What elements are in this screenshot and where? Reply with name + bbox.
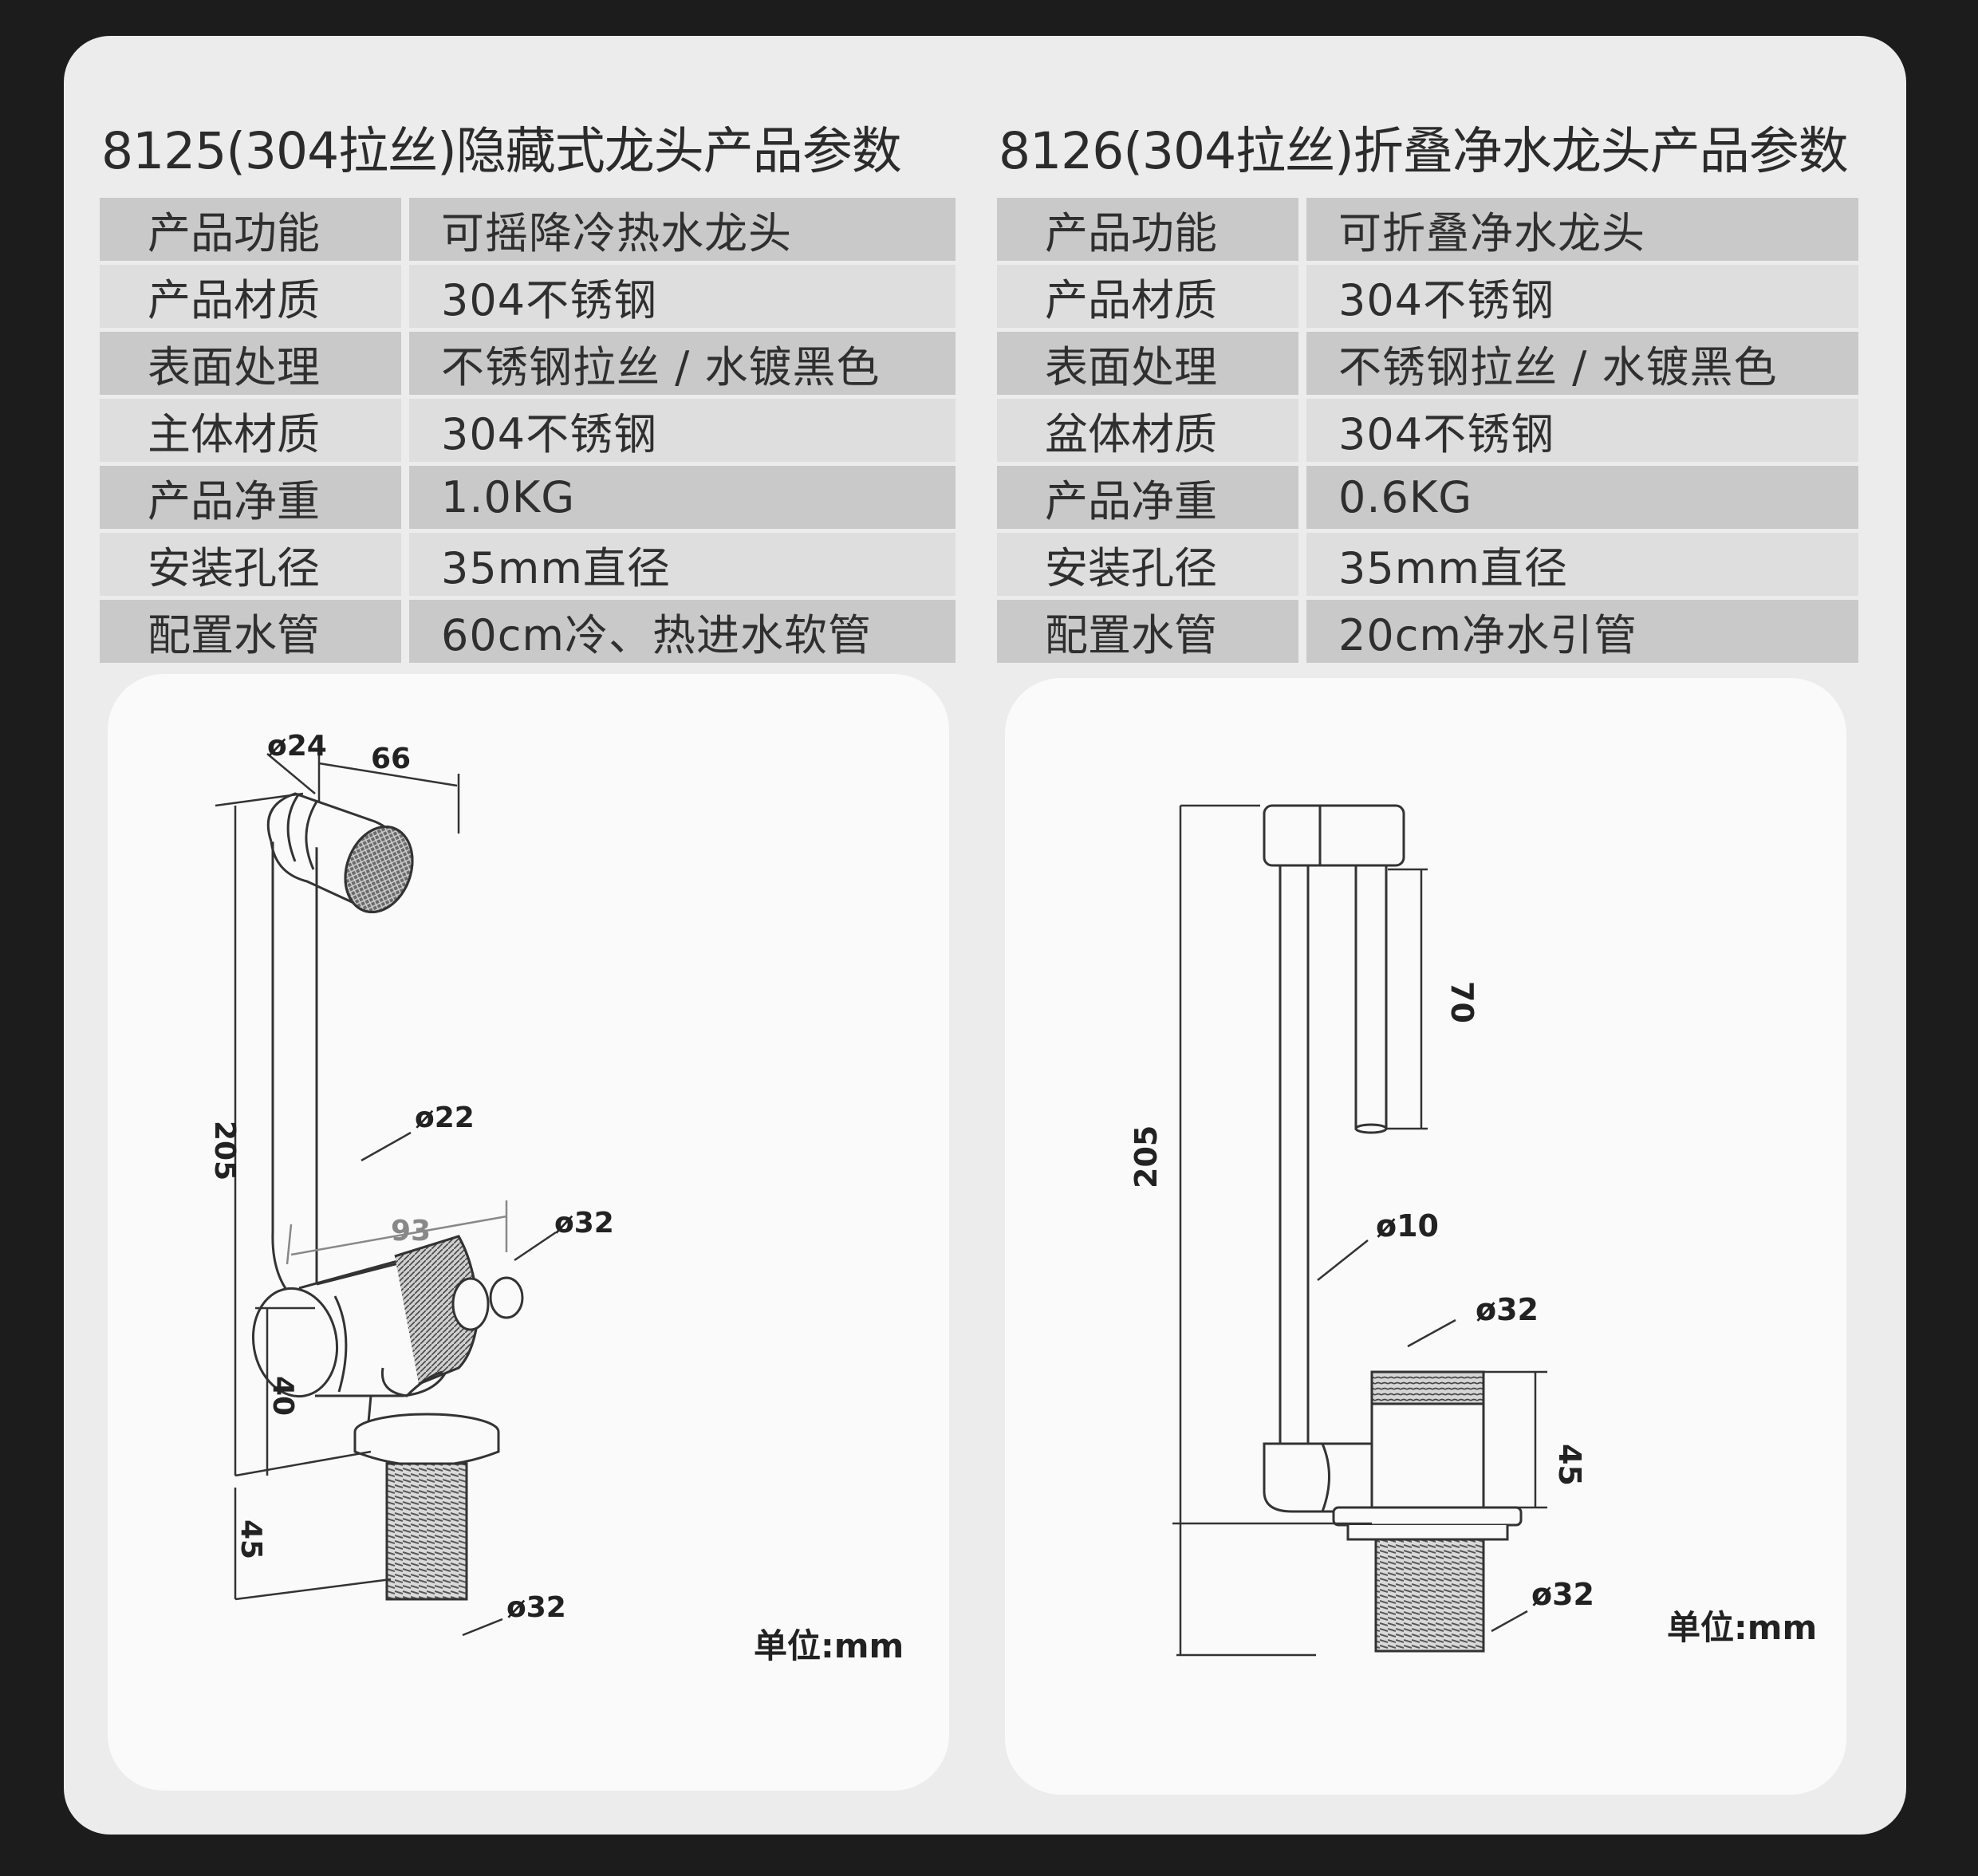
dim-d24: ø24	[267, 730, 327, 763]
drawing-panel-8126: 70 205 ø10 ø32 45 ø32 单位:mm	[1005, 678, 1846, 1795]
faucet-8125-body	[251, 792, 524, 1601]
param-value: 1.0KG	[409, 466, 956, 529]
dim-d32-knob: ø32	[554, 1207, 614, 1240]
table-row: 表面处理不锈钢拉丝 / 水镀黑色	[997, 332, 1858, 395]
param-value: 35mm直径	[409, 533, 956, 596]
table-row: 产品功能可折叠净水龙头	[997, 198, 1858, 261]
dim-h40: 40	[266, 1376, 299, 1416]
param-name: 表面处理	[100, 332, 409, 395]
dim-d32-body: ø32	[1476, 1292, 1539, 1327]
dim-w66: 66	[371, 743, 411, 775]
param-value: 60cm冷、热进水软管	[409, 600, 956, 663]
dim-h205: 205	[1129, 1125, 1164, 1188]
param-value: 304不锈钢	[1306, 265, 1858, 328]
param-value: 不锈钢拉丝 / 水镀黑色	[409, 332, 956, 395]
dim-w93: 93	[391, 1215, 431, 1247]
param-name: 安装孔径	[100, 533, 409, 596]
dim-d22: ø22	[415, 1102, 475, 1134]
dimension-lines-8126	[1172, 804, 1547, 1657]
param-name: 安装孔径	[997, 533, 1306, 596]
unit-label: 单位:mm	[1667, 1608, 1817, 1647]
table-row: 表面处理不锈钢拉丝 / 水镀黑色	[100, 332, 956, 395]
param-name: 产品材质	[100, 265, 409, 328]
drawing-panel-8125: ø24 66 205 ø22 93 ø32 40 45 ø32 单位:mm	[108, 674, 949, 1791]
spec-title-8126: 8126(304拉丝)折叠净水龙头产品参数	[999, 122, 1849, 180]
param-value: 304不锈钢	[409, 265, 956, 328]
param-value: 0.6KG	[1306, 466, 1858, 529]
param-value: 304不锈钢	[409, 399, 956, 462]
param-name: 产品净重	[100, 466, 409, 529]
dim-d32-shank: ø32	[1531, 1577, 1594, 1612]
param-name: 产品净重	[997, 466, 1306, 529]
unit-label: 单位:mm	[754, 1626, 904, 1665]
param-name: 表面处理	[997, 332, 1306, 395]
spec-title-8125: 8125(304拉丝)隐藏式龙头产品参数	[101, 122, 902, 180]
dim-d32-shank: ø32	[506, 1591, 566, 1624]
param-value: 35mm直径	[1306, 533, 1858, 596]
param-name: 产品功能	[100, 198, 409, 261]
param-name: 产品功能	[997, 198, 1306, 261]
param-value: 可摇降冷热水龙头	[409, 198, 956, 261]
param-name: 配置水管	[100, 600, 409, 663]
faucet-8126-drawing: 70 205 ø10 ø32 45 ø32 单位:mm	[1129, 804, 1817, 1657]
dim-h45: 45	[234, 1519, 267, 1559]
param-name: 主体材质	[100, 399, 409, 462]
table-row: 产品功能可摇降冷热水龙头	[100, 198, 956, 261]
dimension-lines-8125	[215, 753, 557, 1637]
dim-h45: 45	[1552, 1444, 1587, 1486]
param-name: 产品材质	[997, 265, 1306, 328]
param-value: 不锈钢拉丝 / 水镀黑色	[1306, 332, 1858, 395]
dim-h205: 205	[208, 1121, 241, 1180]
dim-d10: ø10	[1376, 1208, 1439, 1243]
dim-h70: 70	[1444, 981, 1480, 1023]
faucet-8126-body	[1263, 804, 1523, 1653]
param-value: 可折叠净水龙头	[1306, 198, 1858, 261]
param-value: 304不锈钢	[1306, 399, 1858, 462]
param-value: 20cm净水引管	[1306, 600, 1858, 663]
param-name: 盆体材质	[997, 399, 1306, 462]
faucet-8125-drawing: ø24 66 205 ø22 93 ø32 40 45 ø32 单位:mm	[208, 730, 904, 1665]
param-name: 配置水管	[997, 600, 1306, 663]
